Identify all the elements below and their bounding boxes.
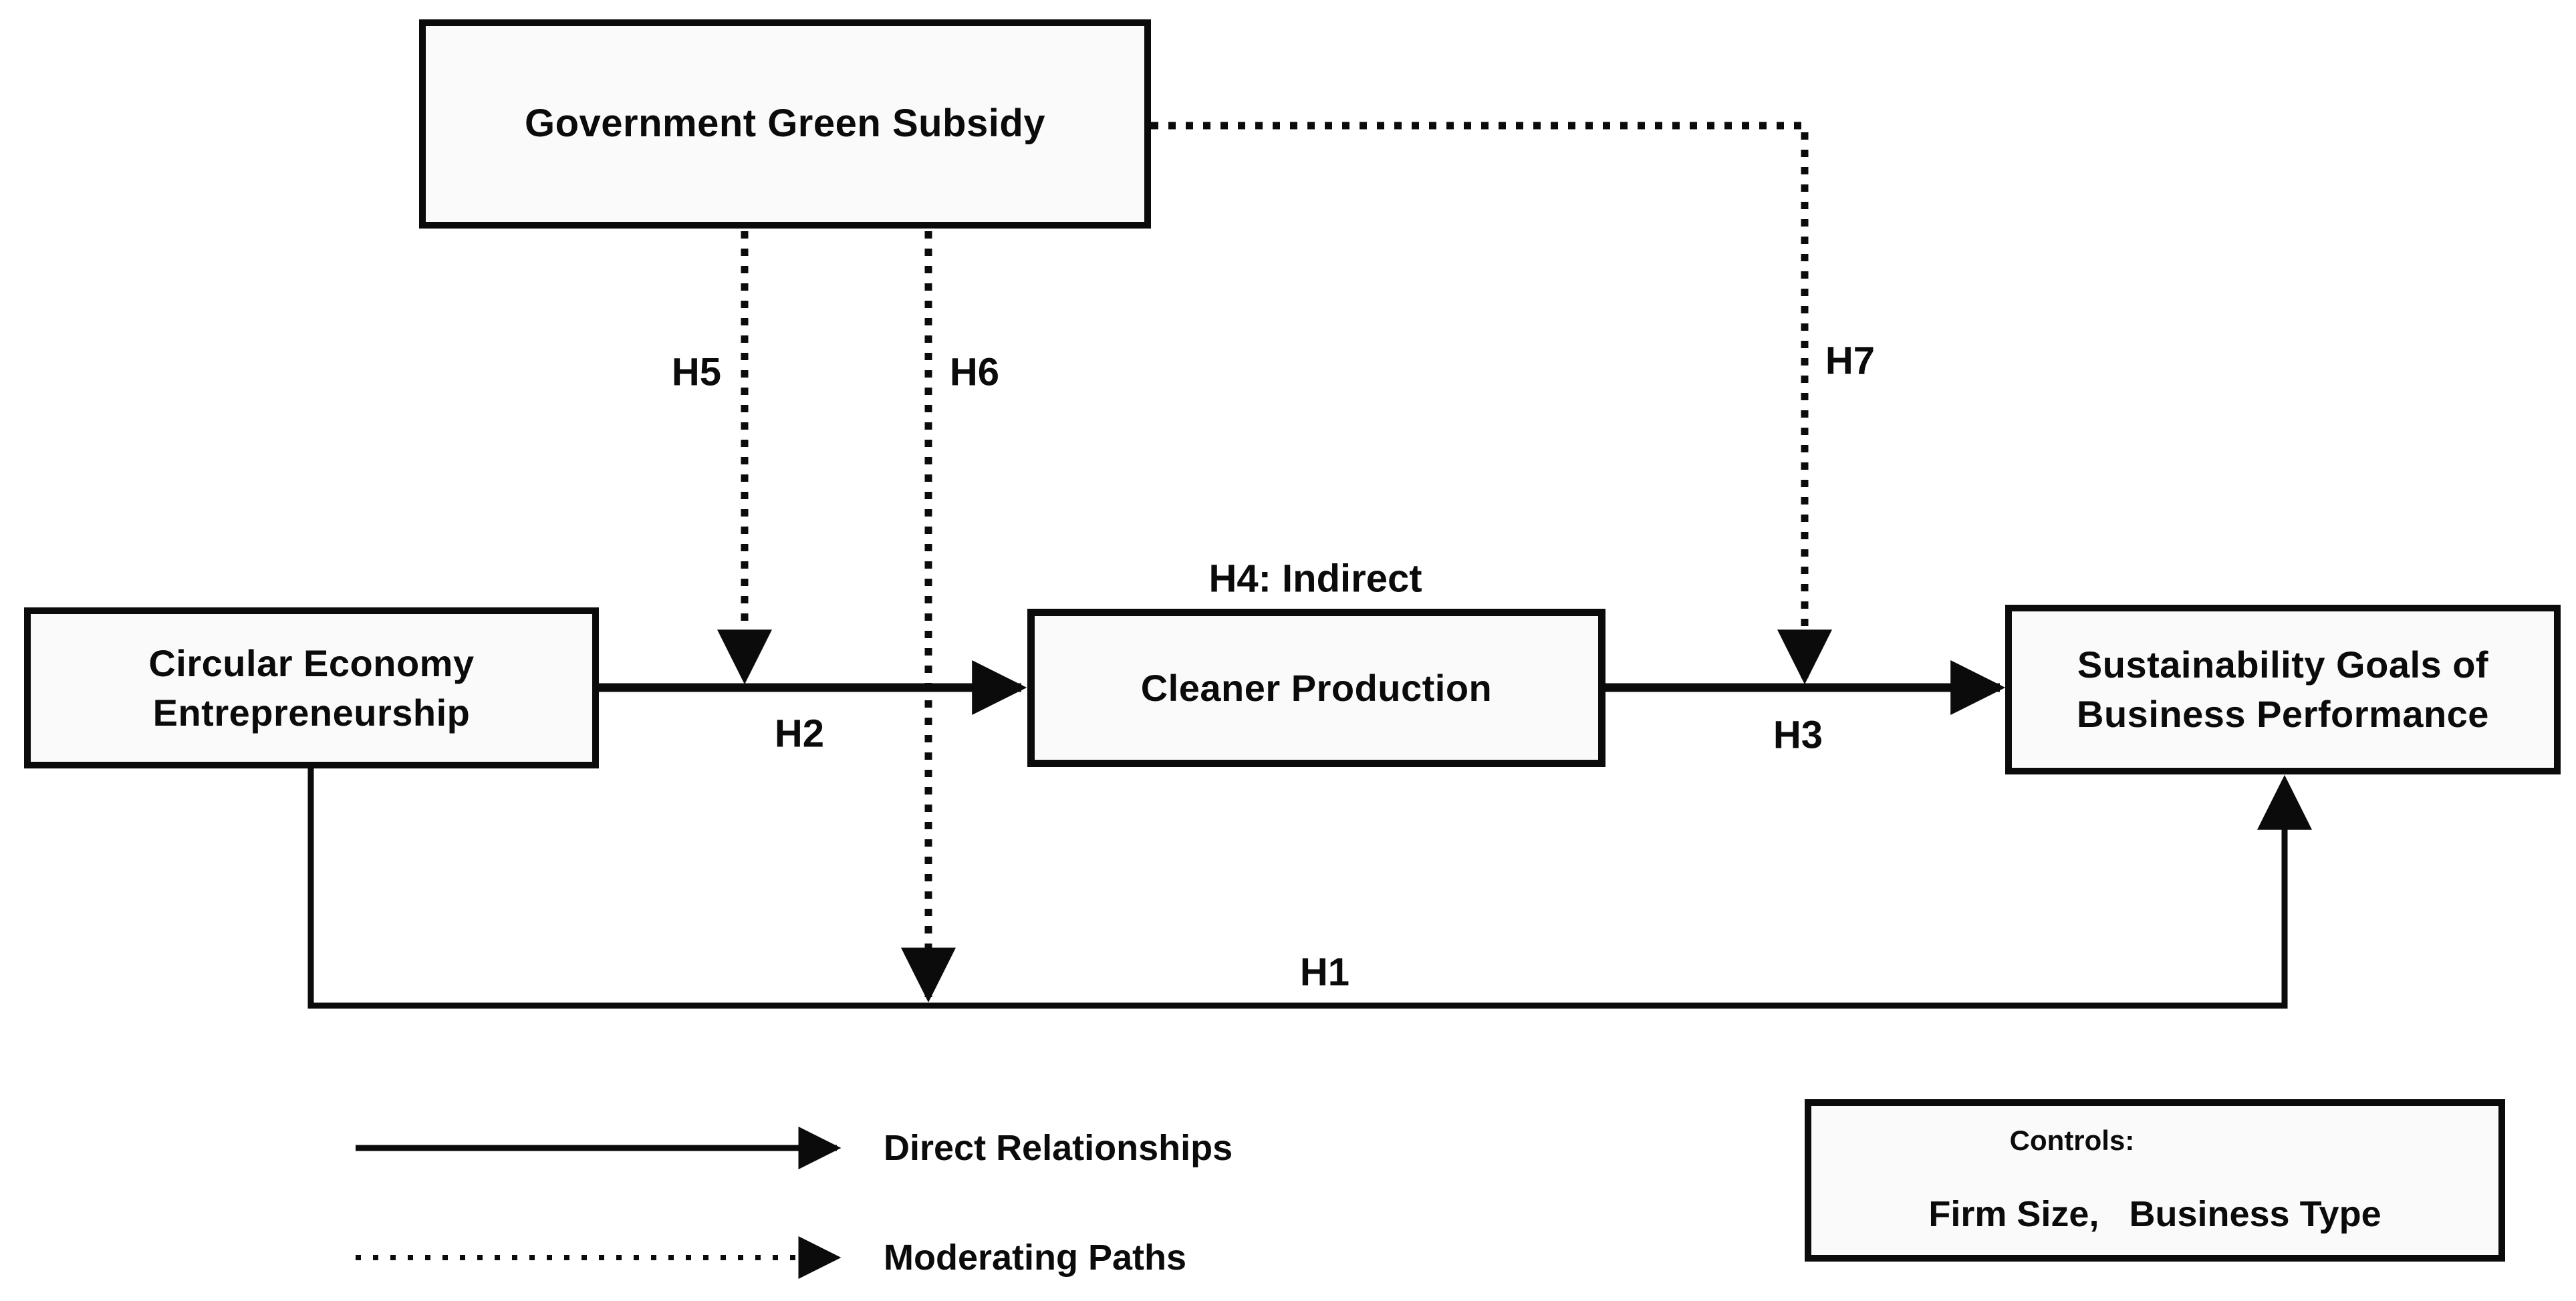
box-controls: Controls: Firm Size, Business Type: [1805, 1099, 2505, 1262]
box-cleaner-production: Cleaner Production: [1027, 609, 1605, 767]
label-h7: H7: [1825, 339, 1876, 383]
label-h5: H5: [671, 350, 722, 394]
controls-title: Controls:: [2009, 1125, 2135, 1156]
box-label-government-green-subsidy: Government Green Subsidy: [524, 102, 1046, 146]
controls-items: Firm Size, Business Type: [1928, 1194, 2381, 1234]
label-h4-indirect: H4: Indirect: [1208, 557, 1422, 601]
label-h1: H1: [1299, 950, 1350, 994]
h1-direct-arrow: [307, 768, 2312, 1009]
box-circular-economy-entrepreneurship: Circular Economy Entrepreneurship: [24, 607, 599, 768]
label-h6: H6: [949, 350, 1000, 394]
box-label-sustainability-goals: Sustainability Goals of Business Perform…: [2077, 643, 2489, 735]
legend-direct-relationships-label: Direct Relationships: [884, 1128, 1233, 1168]
label-h3: H3: [1773, 713, 1823, 757]
box-government-green-subsidy: Government Green Subsidy: [419, 19, 1151, 229]
legend-moderating-paths-label: Moderating Paths: [884, 1238, 1187, 1278]
label-h2: H2: [774, 712, 825, 756]
box-label-cleaner-production: Cleaner Production: [1140, 666, 1493, 709]
box-label-circular-economy-entrepreneurship: Circular Economy Entrepreneurship: [148, 641, 475, 734]
box-sustainability-goals: Sustainability Goals of Business Perform…: [2005, 605, 2561, 774]
